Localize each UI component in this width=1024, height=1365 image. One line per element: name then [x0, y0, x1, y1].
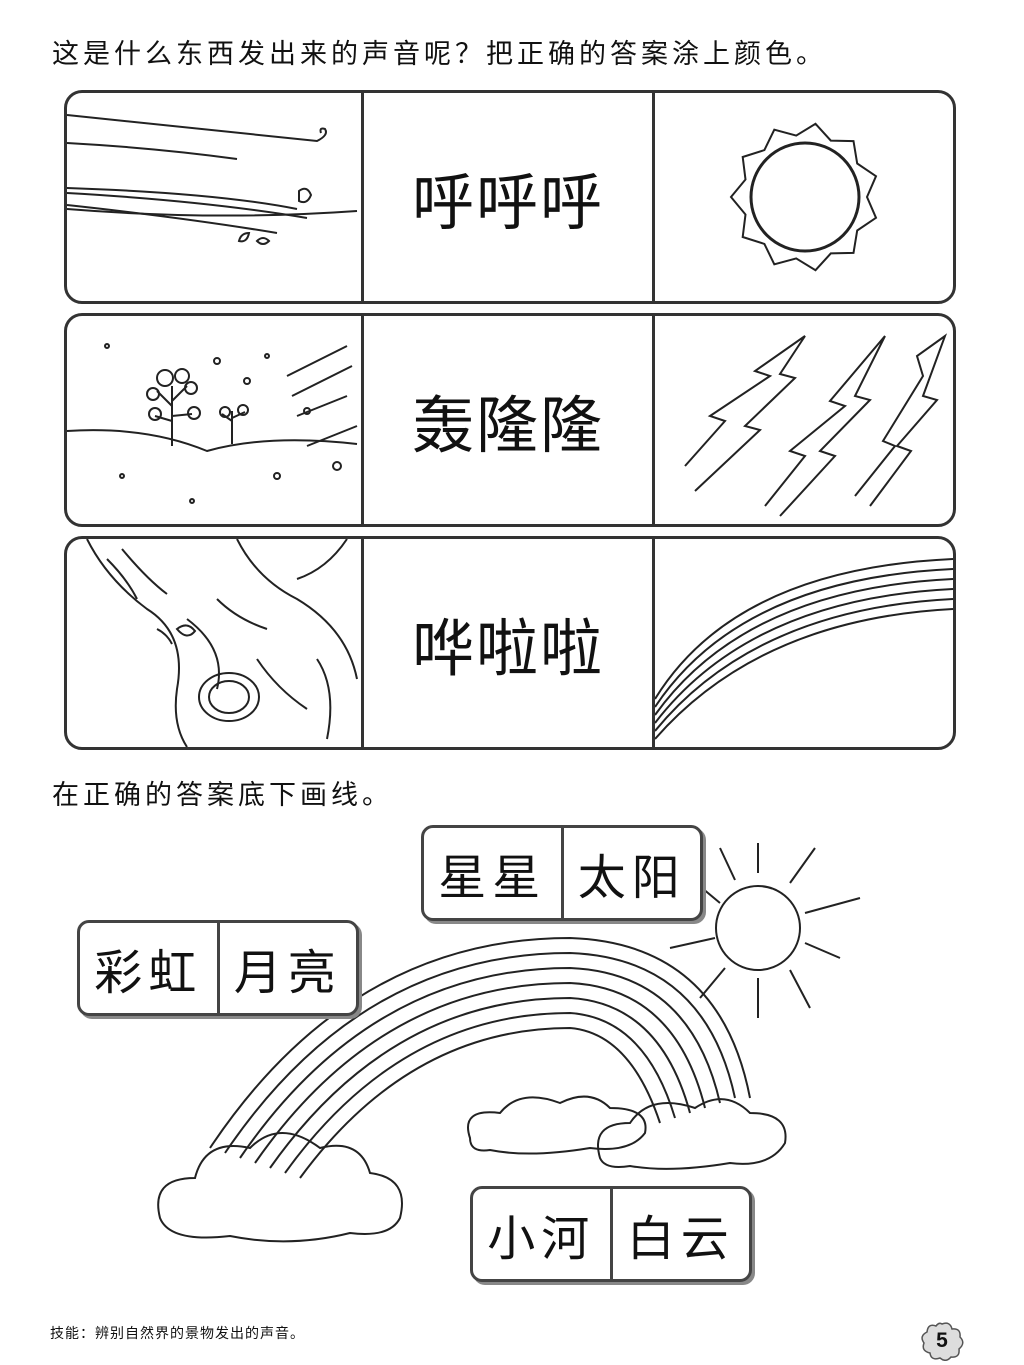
sun-icon: [729, 122, 878, 272]
cloud-icon: [157, 1095, 787, 1243]
snow-choice[interactable]: [67, 316, 361, 524]
sound-word: 哗啦啦: [411, 612, 604, 685]
option-word[interactable]: 彩虹: [94, 945, 203, 1001]
lightning-choice[interactable]: [655, 316, 953, 524]
lightning-icon: [684, 333, 948, 517]
snow-scene-icon: [67, 343, 358, 504]
sound-row-2: 轰隆隆: [64, 313, 956, 527]
option-word[interactable]: 白云: [609, 1189, 750, 1279]
page-number-badge: 5: [918, 1321, 966, 1361]
option-word[interactable]: 星星: [438, 850, 547, 906]
scene-picture: [157, 843, 861, 1243]
sound-word-box: 轰隆隆: [361, 316, 655, 524]
sound-word: 轰隆隆: [411, 389, 604, 462]
option-group-3: 小河 白云: [470, 1186, 752, 1282]
sound-row-1: 呼呼呼: [64, 90, 956, 304]
sound-word-box: 呼呼呼: [361, 93, 655, 301]
instruction-color: 这是什么东西发出来的声音呢？把正确的答案涂上颜色。: [52, 39, 827, 70]
page-number: 5: [936, 1329, 948, 1352]
sun-choice[interactable]: [655, 93, 953, 301]
option-word[interactable]: 小河: [487, 1211, 596, 1267]
option-word[interactable]: 太阳: [560, 828, 701, 918]
skill-footer: 技能：辨别自然界的景物发出的声音。: [50, 1326, 305, 1342]
option-group-1: 星星 太阳: [421, 825, 703, 921]
rainbow-icon: [655, 558, 953, 740]
instruction-underline: 在正确的答案底下画线。: [52, 780, 393, 811]
sun-icon: [669, 843, 861, 1018]
sound-word: 呼呼呼: [411, 166, 604, 239]
river-icon: [86, 539, 358, 747]
rainbow-choice[interactable]: [655, 539, 953, 747]
option-word[interactable]: 月亮: [216, 923, 357, 1013]
wind-choice[interactable]: [67, 93, 361, 301]
option-group-2: 彩虹 月亮: [77, 920, 359, 1016]
rainbow-icon: [209, 936, 751, 1179]
flower-badge-icon: [921, 1322, 964, 1361]
wind-icon: [67, 114, 358, 245]
sound-word-box: 哗啦啦: [361, 539, 655, 747]
sound-row-3: 哗啦啦: [64, 536, 956, 750]
river-choice[interactable]: [67, 539, 361, 747]
